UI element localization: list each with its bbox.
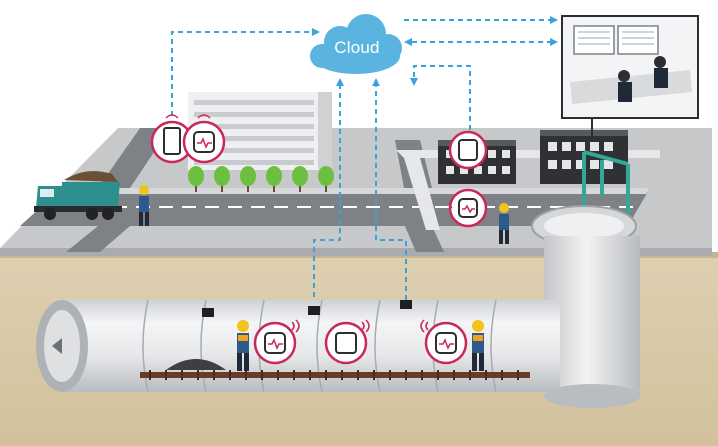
dump-truck (34, 171, 122, 220)
sensor-device-watch-tunnel-1 (253, 321, 297, 365)
sensor-device-tablet (150, 120, 194, 164)
data-links (171, 19, 550, 306)
workers (139, 185, 509, 371)
trees (188, 166, 334, 192)
cloud-shape (310, 14, 402, 74)
sensor-device-watch-tunnel-2 (424, 321, 468, 365)
wifi-signal-icons (165, 114, 453, 333)
cloud-label: Cloud (334, 38, 380, 57)
sensor-device-gas-surface (448, 130, 488, 170)
sensor-device-gas-tunnel (324, 321, 368, 365)
sensor-device-watch-site (448, 188, 488, 228)
tunnel-gateways (202, 300, 412, 317)
monitoring-room (561, 15, 699, 140)
sensor-device-watch-surface (182, 120, 226, 164)
link-arrowheads (312, 16, 558, 86)
